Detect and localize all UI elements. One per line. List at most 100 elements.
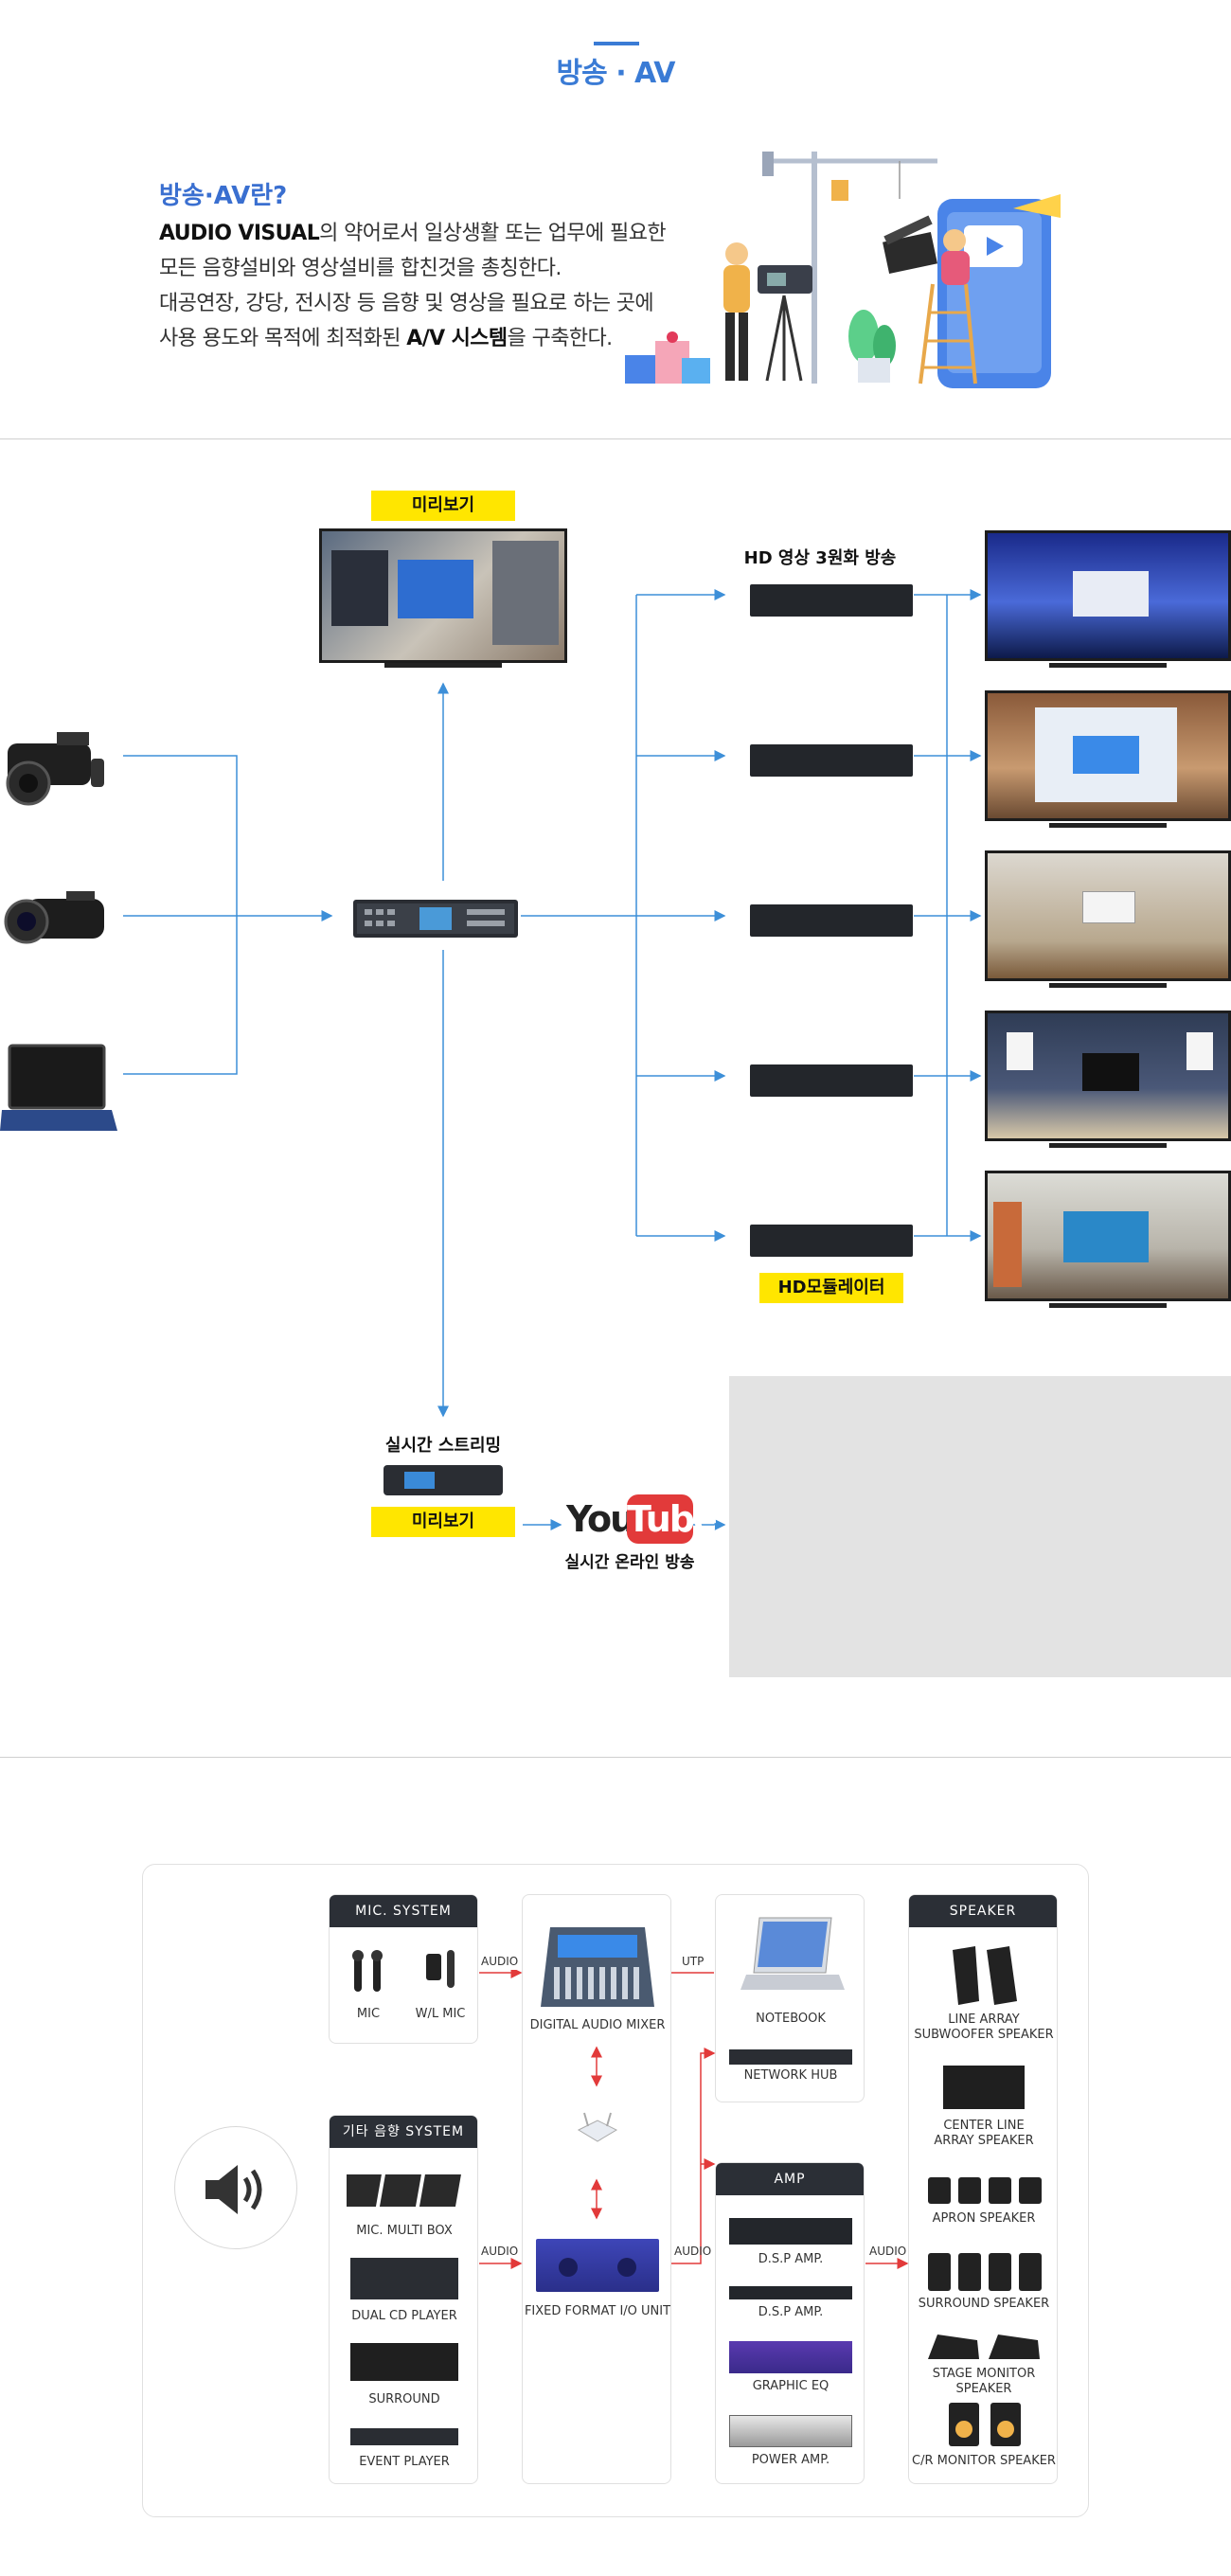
other-system-title: 기타 음향 SYSTEM [330, 2116, 477, 2148]
speaker-box: SPEAKER LINE ARRAY SUBWOOFER SPEAKER CEN… [908, 1894, 1058, 2484]
lecture-screen [1082, 891, 1135, 923]
live-streaming-label: 실시간 스트리밍 [384, 1436, 502, 1456]
youtube-you: You [566, 1498, 635, 1540]
surround-receiver-icon [350, 2343, 458, 2381]
screen-lecture-hall [985, 850, 1231, 981]
hd-modulator-1 [750, 584, 913, 617]
speaker-item-5: STAGE MONITOR SPEAKER [932, 2367, 1036, 2396]
speaker-item-6: C/R MONITOR SPEAKER [912, 2454, 1056, 2468]
screen-projector-room [985, 690, 1231, 821]
live-online-broadcast-label: 실시간 온라인 방송 [564, 1553, 695, 1572]
amp-item-2: D.S.P AMP. [758, 2305, 824, 2319]
center-line-array-icon [943, 2066, 1025, 2109]
intro-line4-bold: A/V 시스템 [406, 327, 508, 350]
screen-control-room [985, 1171, 1231, 1301]
intro-line1: 의 약어로서 일상생활 또는 업무에 필요한 [319, 222, 666, 245]
ladder-icon [919, 229, 977, 385]
hd-modulator-5 [750, 1225, 913, 1257]
screen-control-room-stand [1049, 1303, 1167, 1308]
screen-auditorium [985, 530, 1231, 661]
stream-preview-label: 미리보기 [371, 1507, 515, 1537]
youtube-logo: You Tube [566, 1494, 718, 1544]
other-item-1: MIC. MULTI BOX [356, 2224, 453, 2238]
network-hub-label: NETWORK HUB [743, 2068, 838, 2083]
amp-item-4: POWER AMP. [751, 2453, 830, 2467]
screen-auditorium-stand [1049, 663, 1167, 668]
stage-monitor-speaker-icon [928, 2334, 1040, 2359]
dsp-amp-1-icon [729, 2218, 852, 2245]
video-switcher-device [353, 900, 518, 938]
intro-bold-term: AUDIO VISUAL [159, 222, 320, 245]
network-hub-icon [729, 2049, 852, 2065]
amp-item-3: GRAPHIC EQ [752, 2379, 830, 2393]
camera-operator-icon [723, 242, 812, 382]
clapperboard-icon [883, 215, 937, 275]
mic-system-box: MIC. SYSTEM MIC W/L MIC [329, 1894, 478, 2044]
notebook-icon [740, 1917, 845, 1990]
audio-tag-io: AUDIO [674, 2245, 712, 2258]
gift-boxes-icon [625, 331, 710, 384]
speaker-item-2: CENTER LINE ARRAY SPEAKER [934, 2119, 1034, 2148]
audio-tag-other: AUDIO [481, 2245, 519, 2258]
plant-icon [848, 310, 896, 383]
audio-tag-amp: AUDIO [869, 2245, 907, 2258]
screen-studio-stand [1049, 1143, 1167, 1148]
event-player-icon [350, 2428, 458, 2445]
notebook-label: NOTEBOOK [756, 2012, 826, 2026]
preview-label: 미리보기 [371, 491, 515, 521]
mixer-column-box: DIGITAL AUDIO MIXER FIXED FORMAT I/O UNI… [522, 1894, 671, 2484]
multi-box-icon [347, 2174, 461, 2207]
surround-speaker-icon [928, 2253, 1042, 2291]
editing-screen-center [398, 560, 473, 618]
apron-speaker-icon [928, 2177, 1042, 2204]
auditorium-projection [1073, 571, 1149, 617]
intro-text: AUDIO VISUAL의 약어로서 일상생활 또는 업무에 필요한 모든 음향… [159, 216, 689, 356]
wireless-mic-icon [426, 1950, 455, 1988]
camcorder-1-icon [6, 732, 104, 806]
speaker-item-3: APRON SPEAKER [932, 2211, 1036, 2226]
hd-modulator-4 [750, 1064, 913, 1097]
wl-mic-label: W/L MIC [415, 2007, 466, 2021]
amp-box: AMP D.S.P AMP. D.S.P AMP. GRAPHIC EQ POW… [715, 2162, 865, 2484]
section-divider-1 [0, 438, 1231, 439]
cr-monitor-speaker-icon [949, 2403, 1021, 2446]
hd-modulator-3 [750, 904, 913, 937]
streaming-encoder-device [384, 1465, 503, 1495]
other-item-2: DUAL CD PLAYER [351, 2309, 457, 2323]
audio-connection-lines [479, 1970, 909, 2269]
projector-screen [1035, 707, 1177, 802]
hd-modulator-2 [750, 744, 913, 777]
intro-line2: 모든 음향설비와 영상설비를 합친것을 총칭한다. [159, 257, 562, 280]
fixed-io-unit-icon [536, 2239, 659, 2292]
phone-screen-icon [937, 194, 1061, 388]
amp-item-1: D.S.P AMP. [758, 2252, 824, 2266]
equipment-rack [492, 541, 559, 645]
screen-studio [985, 1011, 1231, 1141]
encoder-display [404, 1472, 435, 1489]
av-illustration [625, 152, 1061, 388]
mic-system-title: MIC. SYSTEM [330, 1895, 477, 1927]
studio-light-left [1007, 1032, 1033, 1070]
io-knob-right [617, 2258, 636, 2277]
intro-line4-post: 을 구축한다. [507, 327, 614, 350]
title-accent-bar [594, 42, 639, 45]
utp-tag: UTP [682, 1955, 705, 1968]
graphic-eq-icon [729, 2341, 852, 2373]
laptop-icon [0, 1044, 117, 1131]
speaker-item-4: SURROUND SPEAKER [918, 2297, 1050, 2311]
line-array-speaker-icon [953, 1946, 1017, 2005]
screen-projector-room-stand [1049, 823, 1167, 828]
acoustic-panel [993, 1202, 1022, 1287]
intro-line3: 대공연장, 강당, 전시장 등 음향 및 영상을 필요로 하는 곳에 [159, 292, 654, 315]
hd-modulator-label: HD모듈레이터 [759, 1273, 903, 1303]
digital-mixer-icon [541, 1927, 654, 2007]
fixed-io-label: FIXED FORMAT I/O UNIT [524, 2304, 671, 2318]
router-icon [577, 2112, 618, 2142]
youtube-tube: Tube [627, 1494, 718, 1544]
crane-icon [762, 152, 937, 384]
other-item-3: SURROUND [368, 2392, 440, 2406]
editing-screen-left [331, 550, 388, 626]
screen-lecture-hall-stand [1049, 983, 1167, 988]
video-placeholder [729, 1376, 1231, 1677]
section-divider-2 [0, 1757, 1231, 1758]
